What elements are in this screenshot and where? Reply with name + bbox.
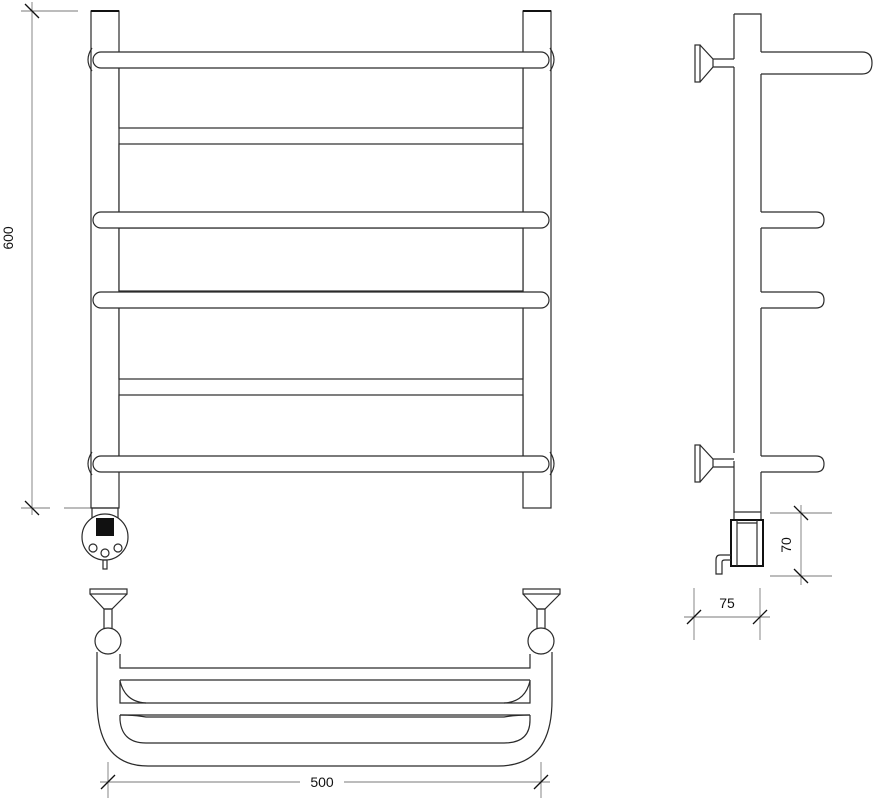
height-dimension-label: 600 bbox=[0, 226, 16, 250]
heater-controller bbox=[81, 507, 129, 570]
rail-end bbox=[761, 291, 825, 309]
rail-end-top bbox=[761, 51, 873, 75]
heater-height-dimension: 70 bbox=[770, 505, 832, 585]
flat-rungs bbox=[118, 66, 524, 458]
right-tube bbox=[522, 10, 552, 509]
control-button-icon bbox=[113, 543, 123, 553]
heater-height-dimension-label: 70 bbox=[778, 537, 794, 553]
front-view: 600 bbox=[0, 2, 555, 570]
heater-element-side bbox=[715, 519, 764, 575]
round-rails bbox=[87, 47, 555, 476]
width-dimension-label: 500 bbox=[310, 774, 334, 790]
wall-mount-left bbox=[89, 588, 128, 655]
height-dimension: 600 bbox=[0, 2, 92, 516]
width-dimension: 500 bbox=[100, 762, 550, 798]
control-button-icon bbox=[100, 548, 110, 558]
wall-mount-lower bbox=[694, 444, 734, 483]
depth-dimension: 75 bbox=[684, 588, 770, 640]
rail-end bbox=[761, 211, 825, 229]
side-view: 70 75 bbox=[684, 13, 873, 640]
shelves bbox=[119, 679, 531, 744]
display-icon bbox=[96, 518, 114, 536]
depth-dimension-label: 75 bbox=[719, 595, 735, 611]
top-view: 500 bbox=[89, 588, 561, 798]
left-tube bbox=[90, 10, 120, 509]
wall-mount-right bbox=[522, 588, 561, 655]
rail-end-bottom bbox=[761, 455, 825, 473]
wall-mount-upper bbox=[694, 44, 734, 83]
control-button-icon bbox=[88, 543, 98, 553]
